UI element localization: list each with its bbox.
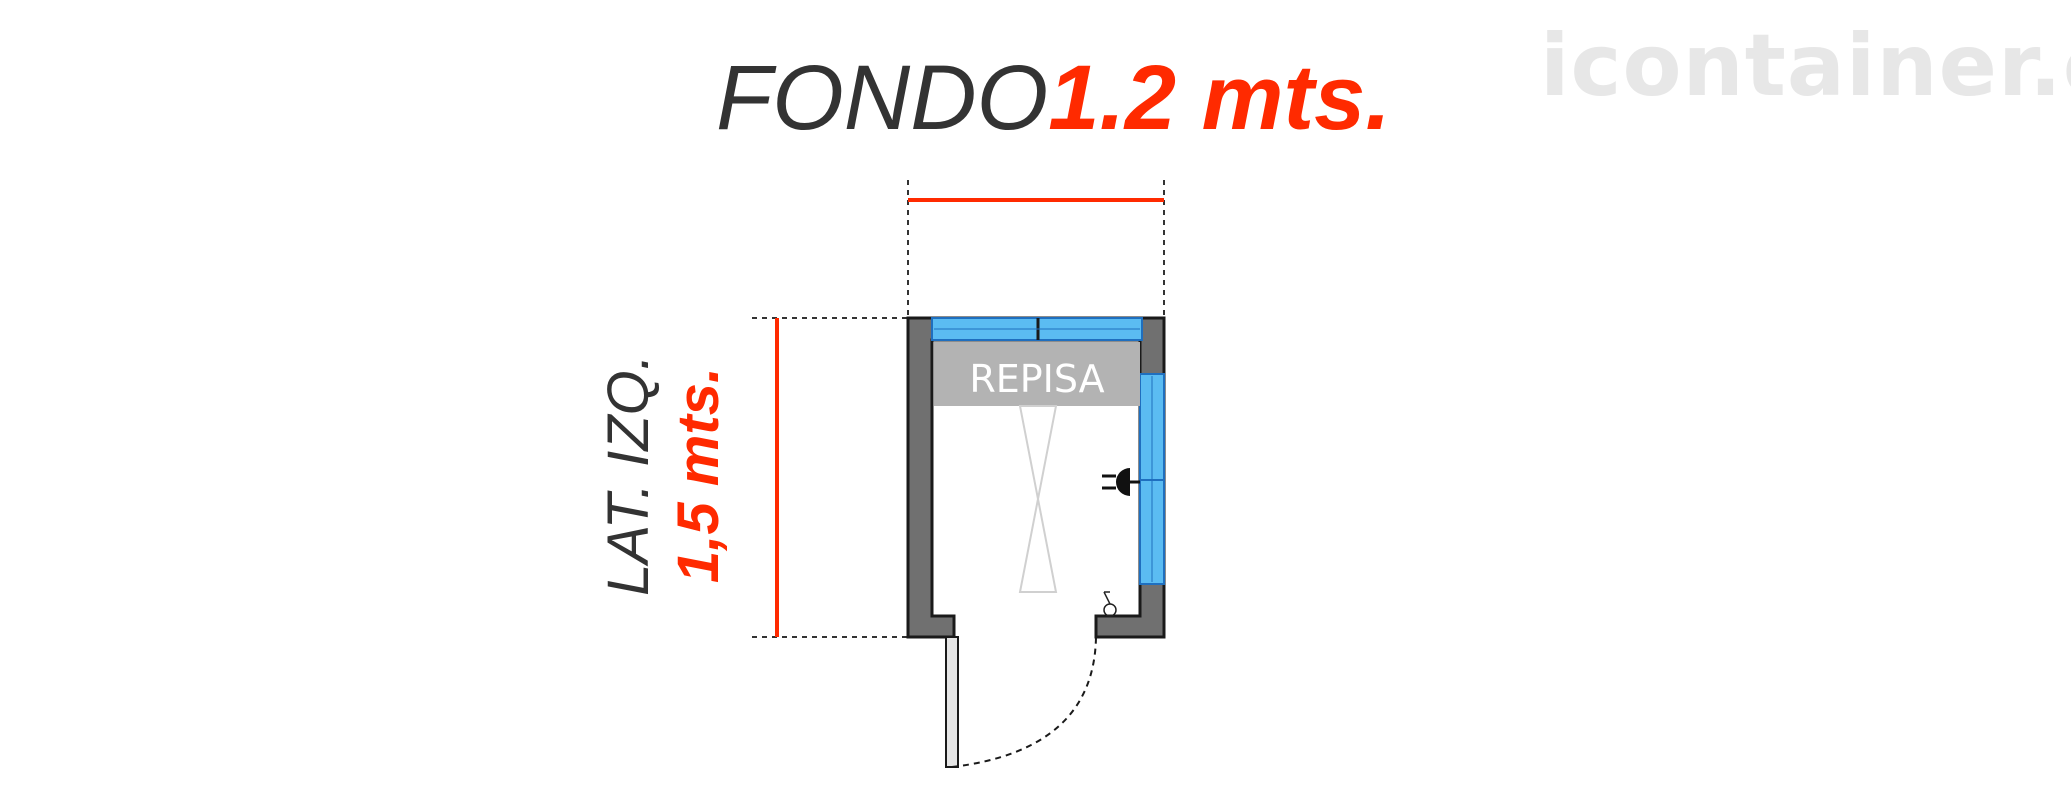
title-label: FONDO bbox=[716, 47, 1049, 149]
side-measure: 1,5 mts. bbox=[666, 367, 731, 583]
shelf-label: REPISA bbox=[969, 357, 1104, 401]
lamp-outline bbox=[1018, 405, 1058, 593]
switch-icon bbox=[1103, 591, 1117, 617]
watermark-logo: icontainer.cl bbox=[1540, 16, 2071, 116]
side-label: LAT. IZQ. bbox=[596, 354, 661, 596]
outlet-icon bbox=[1102, 468, 1140, 496]
title-measure: 1.2 mts. bbox=[1048, 47, 1391, 149]
door-leaf bbox=[945, 636, 959, 768]
shelf bbox=[934, 342, 1140, 406]
dimension-title: FONDO1.2 mts. bbox=[716, 52, 1391, 144]
door-swing bbox=[951, 636, 1097, 768]
